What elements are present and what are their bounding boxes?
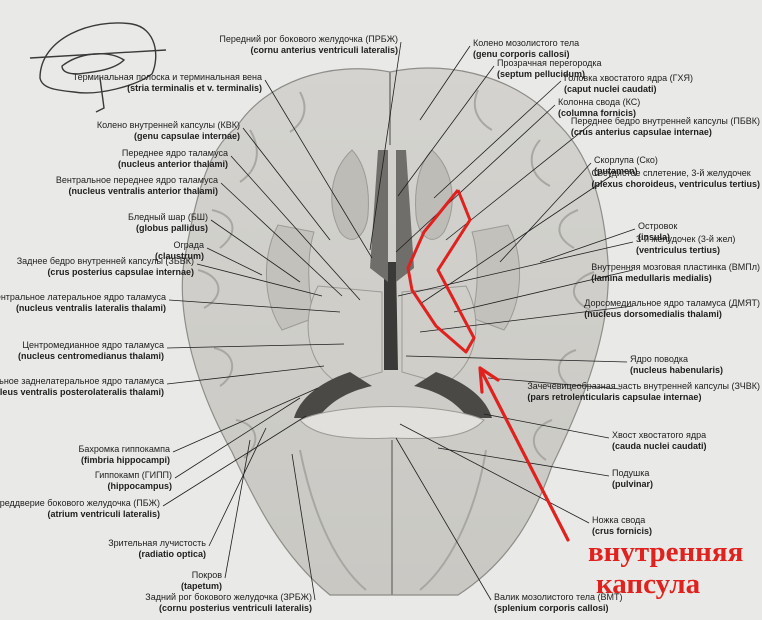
label-text-latin: (cornu anterius ventriculi lateralis)	[219, 45, 398, 56]
label-left-0: Передний рог бокового желудочка (ПРБЖ)(c…	[219, 34, 398, 55]
label-left-9: Центромедианное ядро таламуса(nucleus ce…	[18, 340, 164, 361]
label-text-ru: Вентральное переднее ядро таламуса	[56, 175, 218, 186]
label-text-latin: (splenium corporis callosi)	[494, 603, 623, 614]
label-text-latin: (nucleus dorsomedialis thalami)	[584, 309, 760, 320]
label-text-latin: (plexus choroideus, ventriculus tertius)	[591, 179, 760, 190]
label-right-15: Ножка свода(crus fornicis)	[592, 515, 652, 536]
label-text-latin: (atrium ventriculi lateralis)	[0, 509, 160, 520]
label-right-0: Колено мозолистого тела(genu corporis ca…	[473, 38, 579, 59]
label-text-ru: Бахромка гиппокампа	[78, 444, 170, 455]
label-text-ru: Колонна свода (КС)	[558, 97, 640, 108]
label-left-16: Задний рог бокового желудочка (ЗРБЖ)(cor…	[145, 592, 312, 613]
label-text-ru: Сосудистое сплетение, 3-й желудочек	[591, 168, 760, 179]
label-text-latin: (caput nuclei caudati)	[564, 84, 693, 95]
label-text-ru: Покров	[181, 570, 222, 581]
label-text-ru: Ограда	[155, 240, 204, 251]
label-left-8: Вентральное латеральное ядро таламуса(nu…	[0, 292, 166, 313]
label-right-2: Головка хвостатого ядра (ГХЯ)(caput nucl…	[564, 73, 693, 94]
label-text-ru: Дорсомедиальное ядро таламуса (ДМЯТ)	[584, 298, 760, 309]
label-left-2: Колено внутренней капсулы (КВК)(genu cap…	[97, 120, 240, 141]
label-left-10: Вентральное заднелатеральное ядро таламу…	[0, 376, 164, 397]
label-text-ru: Бледный шар (БШ)	[128, 212, 208, 223]
label-text-ru: Зачечевицеобразная часть внутренней капс…	[527, 381, 760, 392]
label-text-latin: (ventriculus tertius)	[636, 245, 735, 256]
label-text-latin: (nucleus anterior thalami)	[118, 159, 228, 170]
label-left-13: Преддверие бокового желудочка (ПБЖ)(atri…	[0, 498, 160, 519]
label-text-latin: (nucleus ventralis posterolateralis thal…	[0, 387, 164, 398]
label-right-4: Переднее бедро внутренней капсулы (ПБВК)…	[571, 116, 760, 137]
annotation-line-2: капсула	[596, 568, 700, 600]
label-right-14: Подушка(pulvinar)	[612, 468, 653, 489]
label-right-13: Хвост хвостатого ядра(cauda nuclei cauda…	[612, 430, 707, 451]
label-right-11: Ядро поводка(nucleus habenularis)	[630, 354, 723, 375]
label-left-15: Покров(tapetum)	[181, 570, 222, 591]
label-text-latin: (nucleus habenularis)	[630, 365, 723, 376]
label-text-latin: (fimbria hippocampi)	[78, 455, 170, 466]
label-text-ru: Терминальная полоска и терминальная вена	[73, 72, 262, 83]
label-text-ru: Внутренняя мозговая пластинка (ВМПл)	[591, 262, 760, 273]
label-text-ru: Зрительная лучистость	[108, 538, 206, 549]
label-text-ru: Вентральное латеральное ядро таламуса	[0, 292, 166, 303]
label-text-latin: (cornu posterius ventriculi lateralis)	[145, 603, 312, 614]
label-text-ru: Островок	[638, 221, 677, 232]
label-left-7: Заднее бедро внутренней капсулы (ЗБВК)(c…	[17, 256, 194, 277]
label-text-ru: Скорлупа (Ско)	[594, 155, 658, 166]
label-left-1: Терминальная полоска и терминальная вена…	[73, 72, 262, 93]
label-text-latin: (nucleus ventralis anterior thalami)	[56, 186, 218, 197]
label-right-10: Дорсомедиальное ядро таламуса (ДМЯТ)(nuc…	[584, 298, 760, 319]
label-text-ru: Ножка свода	[592, 515, 652, 526]
label-text-ru: Преддверие бокового желудочка (ПБЖ)	[0, 498, 160, 509]
label-text-ru: Передний рог бокового желудочка (ПРБЖ)	[219, 34, 398, 45]
label-text-latin: (pulvinar)	[612, 479, 653, 490]
label-text-ru: Колено мозолистого тела	[473, 38, 579, 49]
label-text-latin: (nucleus ventralis lateralis thalami)	[0, 303, 166, 314]
label-text-latin: (crus anterius capsulae internae)	[571, 127, 760, 138]
label-left-3: Переднее ядро таламуса(nucleus anterior …	[118, 148, 228, 169]
label-text-latin: (cauda nuclei caudati)	[612, 441, 707, 452]
label-left-11: Бахромка гиппокампа(fimbria hippocampi)	[78, 444, 170, 465]
label-text-latin: (tapetum)	[181, 581, 222, 592]
label-text-latin: (hippocampus)	[95, 481, 172, 492]
label-text-latin: (lamina medullaris medialis)	[591, 273, 760, 284]
orientation-inset-icon	[30, 23, 166, 112]
label-text-ru: Ядро поводка	[630, 354, 723, 365]
label-text-ru: Переднее ядро таламуса	[118, 148, 228, 159]
label-right-6: Сосудистое сплетение, 3-й желудочек(plex…	[591, 168, 760, 189]
label-left-4: Вентральное переднее ядро таламуса(nucle…	[56, 175, 218, 196]
label-left-12: Гиппокамп (ГИПП)(hippocampus)	[95, 470, 172, 491]
label-text-ru: Гиппокамп (ГИПП)	[95, 470, 172, 481]
label-text-latin: (genu capsulae internae)	[97, 131, 240, 142]
label-text-ru: Колено внутренней капсулы (КВК)	[97, 120, 240, 131]
label-right-8: 3-й желудочек (3-й жел)(ventriculus tert…	[636, 234, 735, 255]
label-text-latin: (crus posterius capsulae internae)	[17, 267, 194, 278]
label-text-latin: (radiatio optica)	[108, 549, 206, 560]
label-left-5: Бледный шар (БШ)(globus pallidus)	[128, 212, 208, 233]
label-right-3: Колонна свода (КС)(columna fornicis)	[558, 97, 640, 118]
label-text-latin: (crus fornicis)	[592, 526, 652, 537]
label-text-latin: (globus pallidus)	[128, 223, 208, 234]
label-right-12: Зачечевицеобразная часть внутренней капс…	[527, 381, 760, 402]
label-text-ru: Прозрачная перегородка	[497, 58, 602, 69]
label-text-ru: Переднее бедро внутренней капсулы (ПБВК)	[571, 116, 760, 127]
label-text-ru: Вентральное заднелатеральное ядро таламу…	[0, 376, 164, 387]
label-text-latin: (pars retrolenticularis capsulae interna…	[527, 392, 760, 403]
label-left-14: Зрительная лучистость(radiatio optica)	[108, 538, 206, 559]
label-text-ru: Центромедианное ядро таламуса	[18, 340, 164, 351]
label-text-latin: (stria terminalis et v. terminalis)	[73, 83, 262, 94]
annotation-line-1: внутренняя	[588, 536, 743, 568]
label-text-latin: (nucleus centromedianus thalami)	[18, 351, 164, 362]
label-text-ru: Заднее бедро внутренней капсулы (ЗБВК)	[17, 256, 194, 267]
label-text-ru: Подушка	[612, 468, 653, 479]
label-right-9: Внутренняя мозговая пластинка (ВМПл)(lam…	[591, 262, 760, 283]
label-text-ru: Задний рог бокового желудочка (ЗРБЖ)	[145, 592, 312, 603]
label-text-ru: Головка хвостатого ядра (ГХЯ)	[564, 73, 693, 84]
label-text-ru: Хвост хвостатого ядра	[612, 430, 707, 441]
label-text-ru: 3-й желудочек (3-й жел)	[636, 234, 735, 245]
